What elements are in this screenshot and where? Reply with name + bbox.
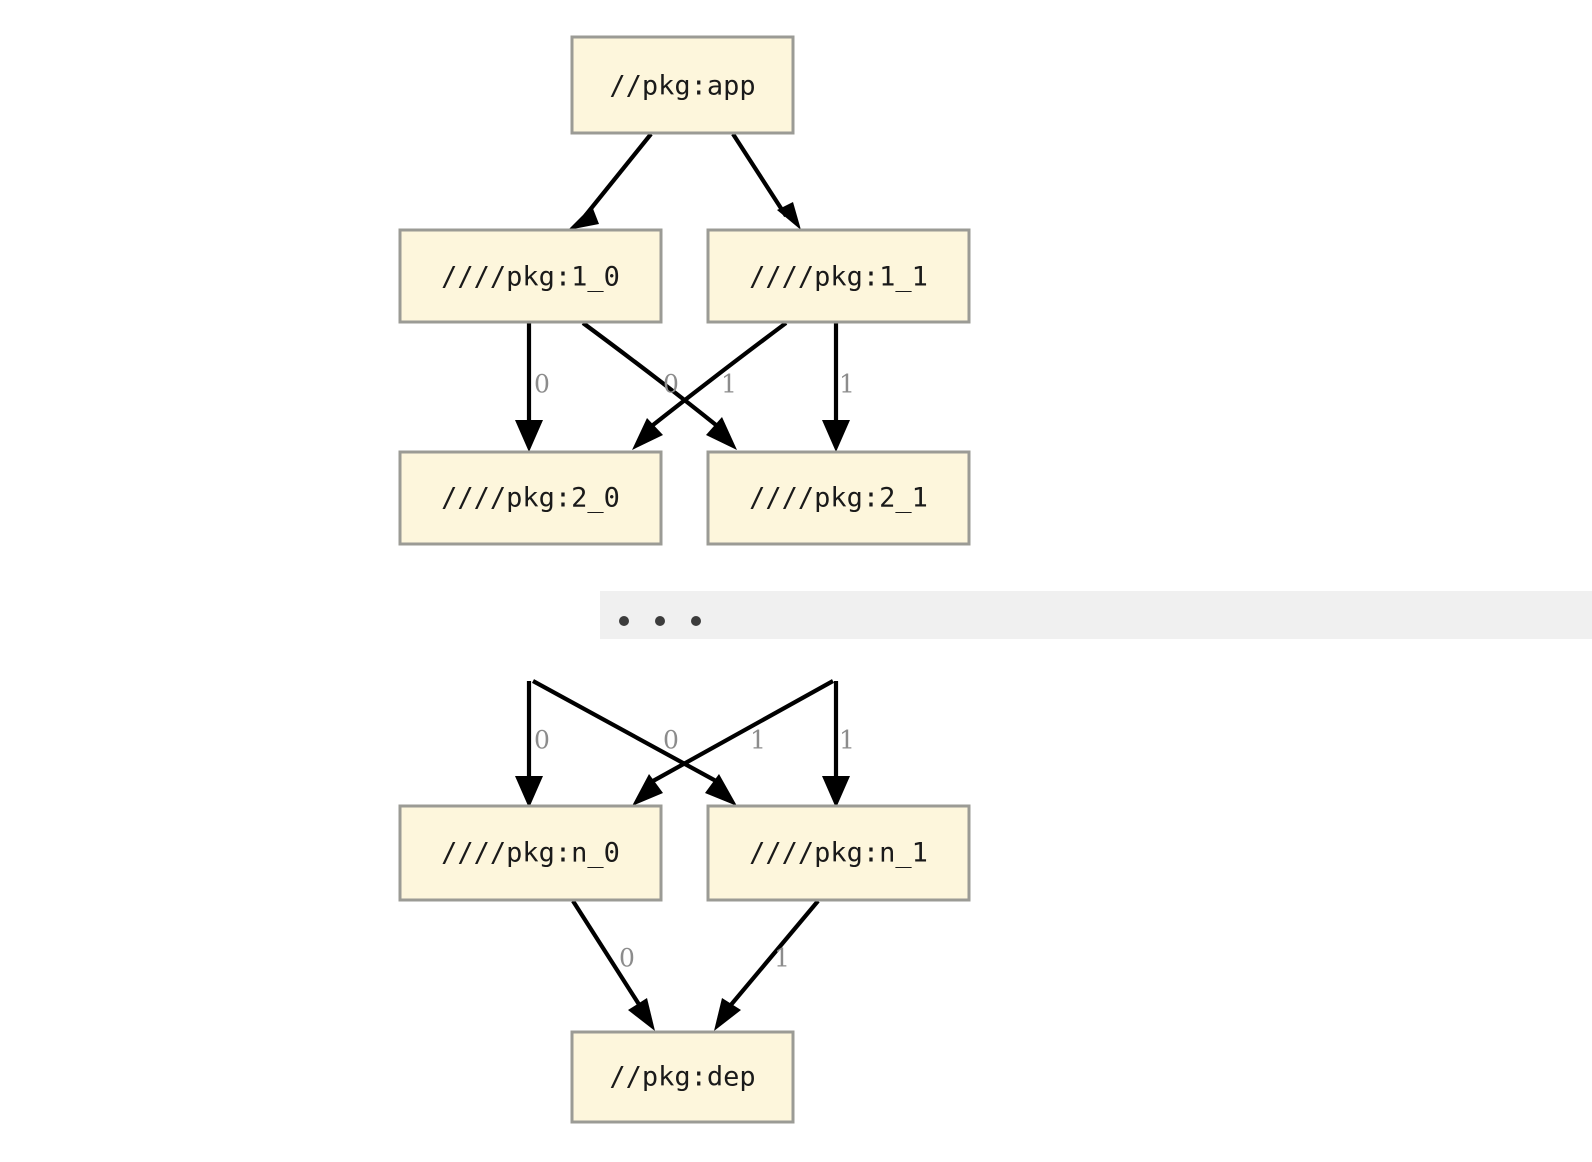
edge-label: 1 (774, 944, 790, 973)
edge-label: 0 (534, 726, 550, 755)
edge-app-to-1_1 (731, 132, 801, 230)
edge-upstream-to-n_0-alt: 1 (632, 679, 835, 806)
edge-label: 0 (534, 370, 550, 399)
edge-n_0-to-dep: 0 (571, 899, 655, 1031)
edge-upstream-to-n_1: 0 (531, 679, 737, 806)
edge-1_0-to-2_1: 0 (581, 321, 737, 450)
edge-label: 0 (663, 370, 679, 399)
ellipsis-band (600, 591, 1592, 639)
edge-app-to-1_0 (568, 132, 653, 230)
node-label: ////pkg:2_0 (441, 483, 620, 514)
node-label: //pkg:app (609, 71, 755, 102)
node-label: ////pkg:n_0 (441, 838, 620, 869)
edge-upstream-to-n_1-alt: 1 (822, 681, 855, 808)
node-pkg-2_0[interactable]: ////pkg:2_0 (398, 450, 663, 546)
edge-n_1-to-dep: 1 (714, 899, 820, 1031)
node-label: ////pkg:n_1 (749, 838, 928, 869)
edge-upstream-to-n_0: 0 (515, 681, 550, 808)
edge-label: 1 (839, 726, 855, 755)
edge-1_1-to-2_0: 1 (632, 321, 788, 450)
node-pkg-1_1[interactable]: ////pkg:1_1 (706, 228, 971, 324)
node-label: ////pkg:2_1 (749, 483, 928, 514)
ellipsis-dot (655, 616, 665, 626)
edge-label: 0 (619, 944, 635, 973)
node-label: //pkg:dep (609, 1062, 755, 1093)
edge-label: 1 (721, 370, 737, 399)
node-pkg-2_1[interactable]: ////pkg:2_1 (706, 450, 971, 546)
node-app[interactable]: //pkg:app (570, 35, 795, 135)
edge-1_0-to-2_0: 0 (515, 323, 550, 452)
node-pkg-n_0[interactable]: ////pkg:n_0 (398, 804, 663, 902)
node-label: ////pkg:1_0 (441, 262, 620, 293)
node-label: ////pkg:1_1 (749, 262, 928, 293)
node-pkg-1_0[interactable]: ////pkg:1_0 (398, 228, 663, 324)
edge-label: 1 (750, 726, 766, 755)
node-dep[interactable]: //pkg:dep (570, 1030, 795, 1124)
edge-1_1-to-2_1: 1 (822, 323, 855, 452)
edge-label: 1 (839, 370, 855, 399)
edge-label: 0 (663, 726, 679, 755)
ellipsis-dot (619, 616, 629, 626)
node-pkg-n_1[interactable]: ////pkg:n_1 (706, 804, 971, 902)
ellipsis-dot (691, 616, 701, 626)
